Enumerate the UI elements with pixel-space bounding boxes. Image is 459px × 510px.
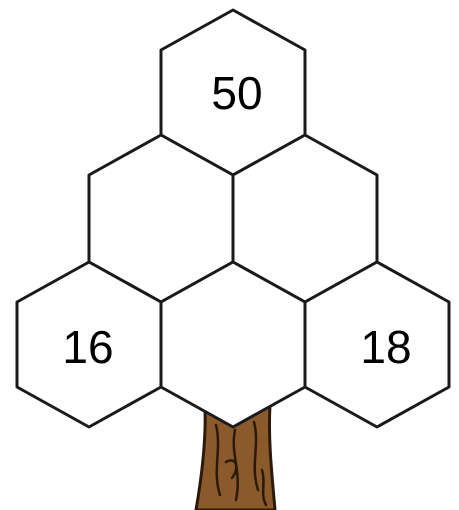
hex-number-top: 50 — [211, 67, 262, 119]
hex-number-bottom-left: 16 — [62, 321, 113, 373]
hex-number-bottom-right: 18 — [360, 321, 411, 373]
